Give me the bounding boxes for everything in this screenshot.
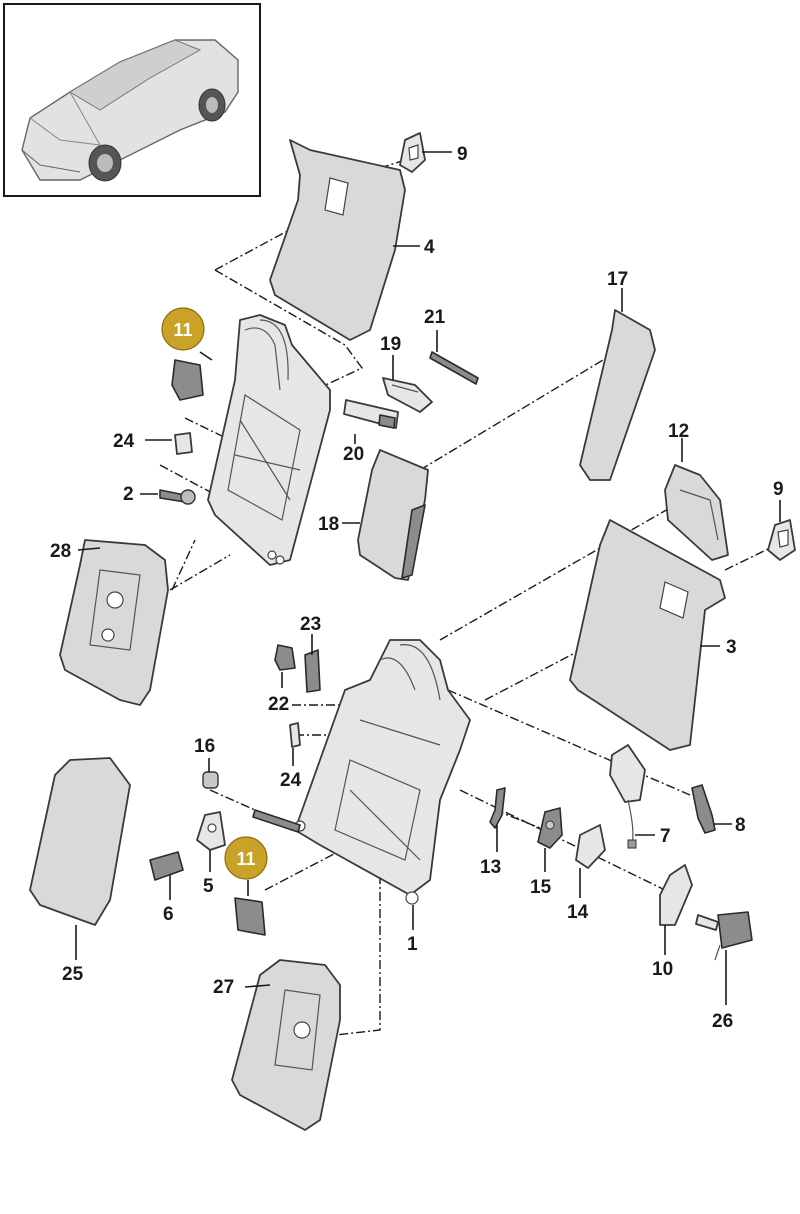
badge-11-label: 11 bbox=[236, 849, 255, 869]
part-13-lever bbox=[489, 787, 506, 829]
leader-lines bbox=[75, 151, 781, 1005]
label-25: 25 bbox=[62, 964, 84, 985]
part-17-strip bbox=[579, 309, 656, 481]
part-7-cable-module bbox=[609, 744, 646, 849]
label-28: 28 bbox=[50, 541, 71, 562]
label-20: 20 bbox=[343, 444, 364, 465]
part-22-bracket bbox=[274, 644, 296, 671]
label-10: 10 bbox=[652, 959, 673, 980]
part-11-badge-lower: 11 bbox=[224, 836, 268, 896]
part-19-latch bbox=[382, 377, 433, 413]
part-12-hinge-bracket bbox=[664, 464, 729, 561]
label-27: 27 bbox=[213, 977, 234, 998]
car-icon bbox=[21, 39, 239, 182]
right-backrest-frame bbox=[294, 639, 471, 905]
label-8: 8 bbox=[735, 815, 746, 836]
label-16: 16 bbox=[194, 736, 215, 757]
label-14: 14 bbox=[567, 902, 589, 923]
label-15: 15 bbox=[530, 877, 552, 898]
part-9-clip-upper bbox=[399, 132, 426, 173]
label-21: 21 bbox=[424, 307, 446, 328]
part-14-mechanism bbox=[575, 824, 606, 869]
label-4: 4 bbox=[424, 237, 435, 258]
vehicle-thumbnail bbox=[3, 3, 261, 197]
label-1: 1 bbox=[407, 934, 418, 955]
label-13: 13 bbox=[480, 857, 501, 878]
part-8-bracket bbox=[691, 784, 716, 834]
label-2: 2 bbox=[123, 484, 134, 505]
label-24: 24 bbox=[280, 770, 302, 791]
left-backrest-frame bbox=[207, 314, 331, 566]
part-28-side-cover bbox=[59, 539, 169, 706]
part-4-backrest-panel bbox=[269, 139, 406, 341]
part-24-clip-lower bbox=[289, 722, 301, 748]
label-3: 3 bbox=[726, 637, 737, 658]
label-17: 17 bbox=[607, 269, 628, 290]
label-24: 24 bbox=[113, 431, 135, 452]
part-11-cover-lower bbox=[234, 897, 266, 936]
part-26-motor bbox=[695, 911, 753, 961]
label-9: 9 bbox=[457, 144, 468, 165]
label-22: 22 bbox=[268, 694, 289, 715]
part-25-armrest bbox=[29, 757, 131, 926]
part-9-clip-lower bbox=[767, 519, 796, 561]
part-27-side-cover bbox=[231, 959, 341, 1131]
part-15-mechanism bbox=[537, 807, 563, 849]
part-5-bracket bbox=[196, 811, 226, 851]
part-24-clip-upper bbox=[174, 432, 193, 455]
label-26: 26 bbox=[712, 1011, 733, 1032]
part-6-handle bbox=[149, 851, 184, 881]
label-12: 12 bbox=[668, 421, 689, 442]
label-18: 18 bbox=[318, 514, 339, 535]
part-11-cover-upper bbox=[171, 359, 204, 401]
part-16-bushing bbox=[202, 771, 301, 833]
label-6: 6 bbox=[163, 904, 174, 925]
part-23-bracket bbox=[304, 649, 321, 693]
part-number-labels: 9 4 17 21 19 12 24 20 9 2 18 28 23 3 22 … bbox=[50, 144, 784, 1032]
label-19: 19 bbox=[380, 334, 401, 355]
label-7: 7 bbox=[660, 826, 671, 847]
part-2-bolt bbox=[159, 489, 196, 505]
label-9: 9 bbox=[773, 479, 784, 500]
label-23: 23 bbox=[300, 614, 321, 635]
part-20-bracket bbox=[343, 399, 399, 429]
label-5: 5 bbox=[203, 876, 214, 897]
part-10-bracket bbox=[659, 864, 693, 926]
part-11-badge-upper: 11 bbox=[161, 307, 213, 361]
part-3-backrest-panel bbox=[569, 519, 726, 751]
part-21-rod bbox=[429, 351, 479, 385]
badge-11-label: 11 bbox=[173, 320, 192, 340]
part-18-panel bbox=[357, 449, 429, 581]
